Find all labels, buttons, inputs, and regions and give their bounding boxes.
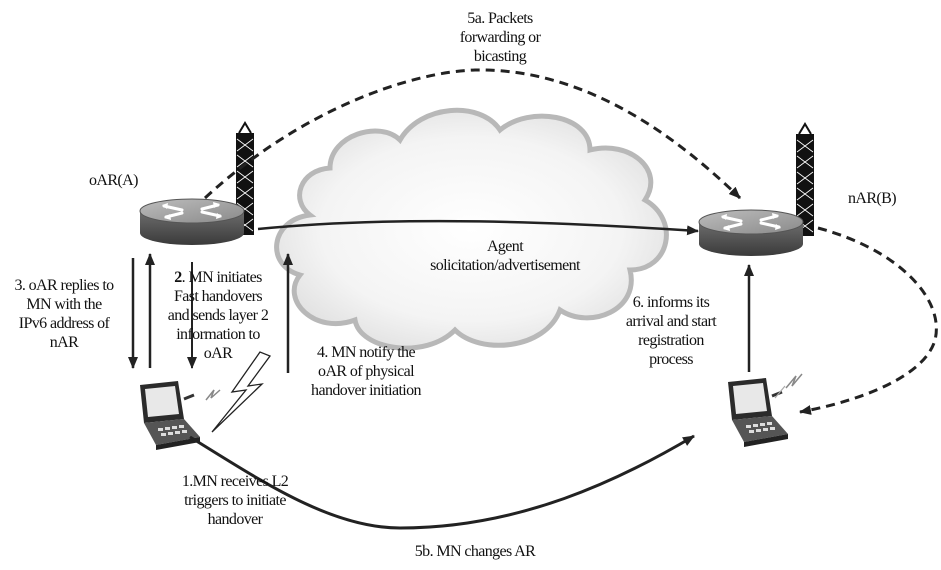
step-1-label: 1.MN receives L2 triggers to initiate ha… (160, 472, 310, 529)
step-6-line: process (649, 351, 693, 368)
step-1-line: handover (207, 511, 263, 528)
step-5a-line: forwarding or (459, 29, 541, 46)
step-2-line: oAR (203, 345, 233, 362)
router-icon (138, 197, 246, 247)
step-3-line: IPv6 address of (18, 315, 110, 332)
new-router-label: nAR(B) (848, 190, 897, 207)
step-5b-label: 5b. MN changes AR (414, 543, 536, 560)
router-icon (697, 208, 805, 258)
step-1-line: 1.MN receives L2 (181, 473, 289, 490)
step-3-line: 3. oAR replies to (14, 277, 114, 294)
step-2-line: information to (176, 326, 260, 343)
step-4-line: oAR of physical (318, 363, 414, 380)
step-5a-line: bicasting (473, 48, 527, 65)
step-5a-line: 5a. Packets (467, 10, 533, 27)
step-6-line: registration (638, 332, 704, 349)
step-6-line: 6. informs its (632, 294, 710, 311)
step-1-line: triggers to initiate (184, 492, 286, 509)
step-2-text: . MN initiates (181, 269, 263, 286)
old-router-label: oAR(A) (89, 172, 138, 189)
new-mn-dashed-arrow (799, 226, 938, 415)
step-4-label: 4. MN notify the oAR of physical handove… (292, 343, 440, 400)
step-3-line: nAR (49, 334, 79, 351)
mobile-node-laptop-icon (726, 376, 790, 449)
step-2-number: 2 (174, 269, 182, 286)
step-6-label: 6. informs its arrival and start registr… (600, 293, 742, 369)
mobile-node-laptop-icon (138, 379, 202, 452)
mn-changes-ar-arrow (189, 434, 695, 530)
step-3-label: 3. oAR replies to MN with the IPv6 addre… (2, 276, 126, 352)
step-2-label: 2. MN initiates Fast handovers and sends… (150, 268, 286, 363)
internet-cloud (274, 107, 669, 351)
agent-solicitation-arrow (257, 219, 699, 236)
step-3-line: MN with the (26, 296, 102, 313)
step-4-line: handover initiation (311, 382, 422, 399)
cloud-label: Agent solicitation/advertisement (395, 237, 615, 275)
cloud-label-line: solicitation/advertisement (430, 257, 580, 274)
step-2-line: and sends layer 2 (167, 307, 269, 324)
step-6-line: arrival and start (625, 313, 717, 330)
cloud-label-line: Agent (486, 238, 524, 255)
step-4-line: 4. MN notify the (317, 344, 416, 361)
step-5a-label: 5a. Packets forwarding or bicasting (420, 9, 580, 66)
step-2-line: 2. MN initiates (150, 268, 286, 287)
wireless-signal-icon (205, 351, 803, 433)
packet-forwarding-dashed-arrow (203, 68, 742, 200)
step-2-line: Fast handovers (173, 288, 263, 305)
